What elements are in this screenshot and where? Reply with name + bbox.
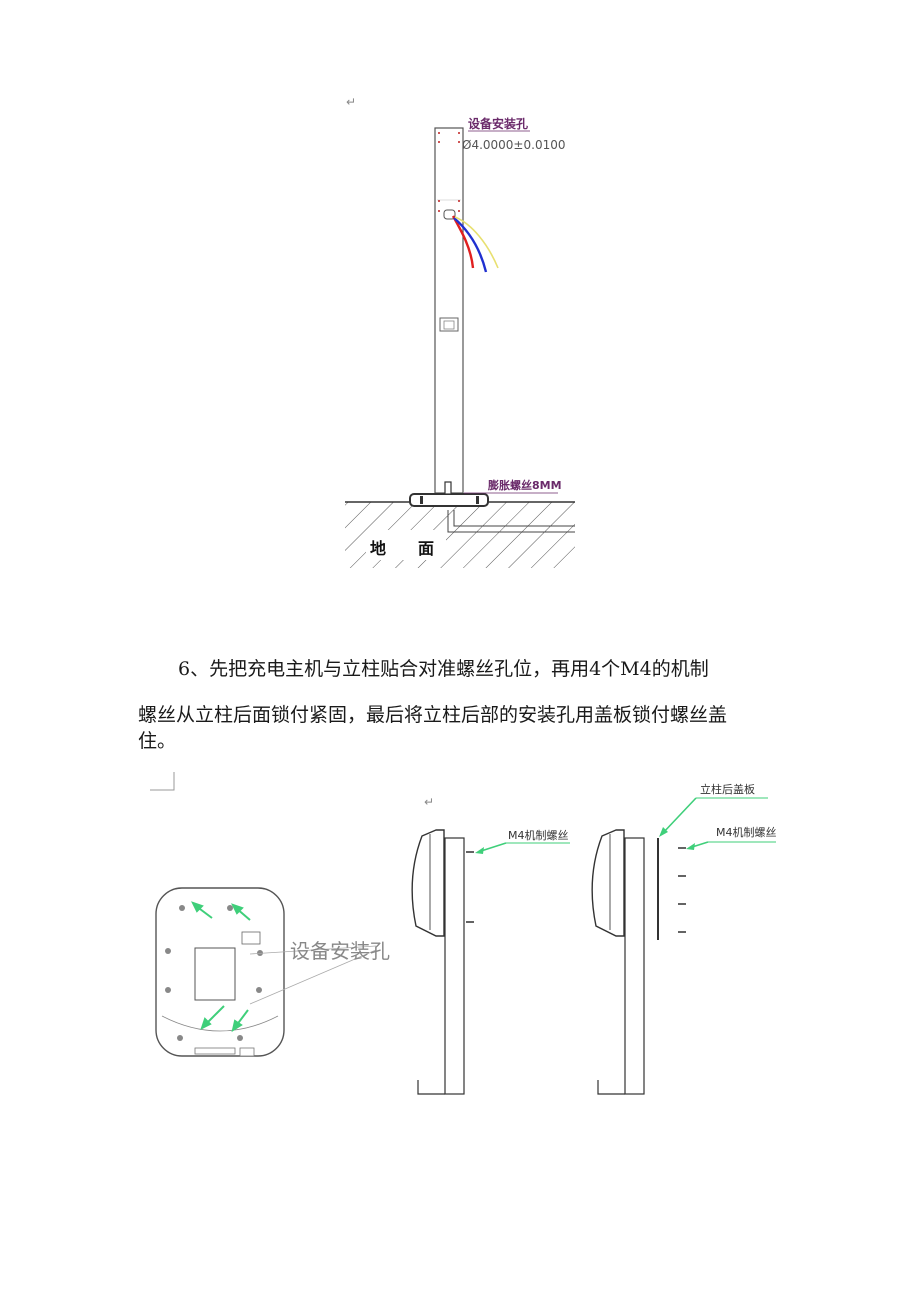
m4-screws-1 <box>466 851 474 923</box>
pole-side-view-2 <box>624 837 645 1095</box>
charger-label-plate <box>194 947 236 1001</box>
return-mark-2: ↵ <box>424 795 434 809</box>
ground-label-1: 地 <box>370 539 386 558</box>
step-6-line-1: 6、先把充电主机与立柱贴合对准螺丝孔位，再用4个M4的机制 <box>178 658 709 680</box>
screw-label-right: M4机制螺丝 <box>716 825 777 839</box>
cover-label: 立柱后盖板 <box>700 782 755 796</box>
step-6-line-2: 螺丝从立柱后面锁付紧固，最后将立柱后部的安装孔用盖板锁付螺丝盖 <box>138 704 728 726</box>
return-mark: ↵ <box>346 95 356 109</box>
charger-mounting-holes <box>165 905 263 1041</box>
yellow-wire <box>454 216 499 269</box>
blue-wire <box>453 217 488 273</box>
anchor-bolt <box>444 481 452 495</box>
hole-label: 设备安装孔 <box>468 116 528 131</box>
bolt-label: 膨胀螺丝8MM <box>487 478 562 492</box>
pole <box>434 127 464 494</box>
page-corner-mark <box>150 772 175 791</box>
ground-label-2: 面 <box>418 539 434 558</box>
charger-side-view-1 <box>411 829 445 937</box>
charger-side-view-2 <box>591 829 625 937</box>
hole-dimension: Ø4.0000±0.0100 <box>462 138 565 152</box>
charger-mounting-figure: 设备安装孔 ↵ M4机制螺丝 立柱后盖板 M4机制螺丝 <box>150 772 777 1095</box>
m4-screws-2 <box>678 847 686 933</box>
pole-side-view-1 <box>444 837 465 1095</box>
step-6-line-3: 住。 <box>138 730 177 752</box>
pole-installation-figure: ↵ 设备安装孔 Ø4.0000±0.0100 膨胀螺丝8MM 地 面 <box>345 95 575 568</box>
hole-label-2: 设备安装孔 <box>290 939 390 963</box>
screw-label-left: M4机制螺丝 <box>508 828 569 842</box>
